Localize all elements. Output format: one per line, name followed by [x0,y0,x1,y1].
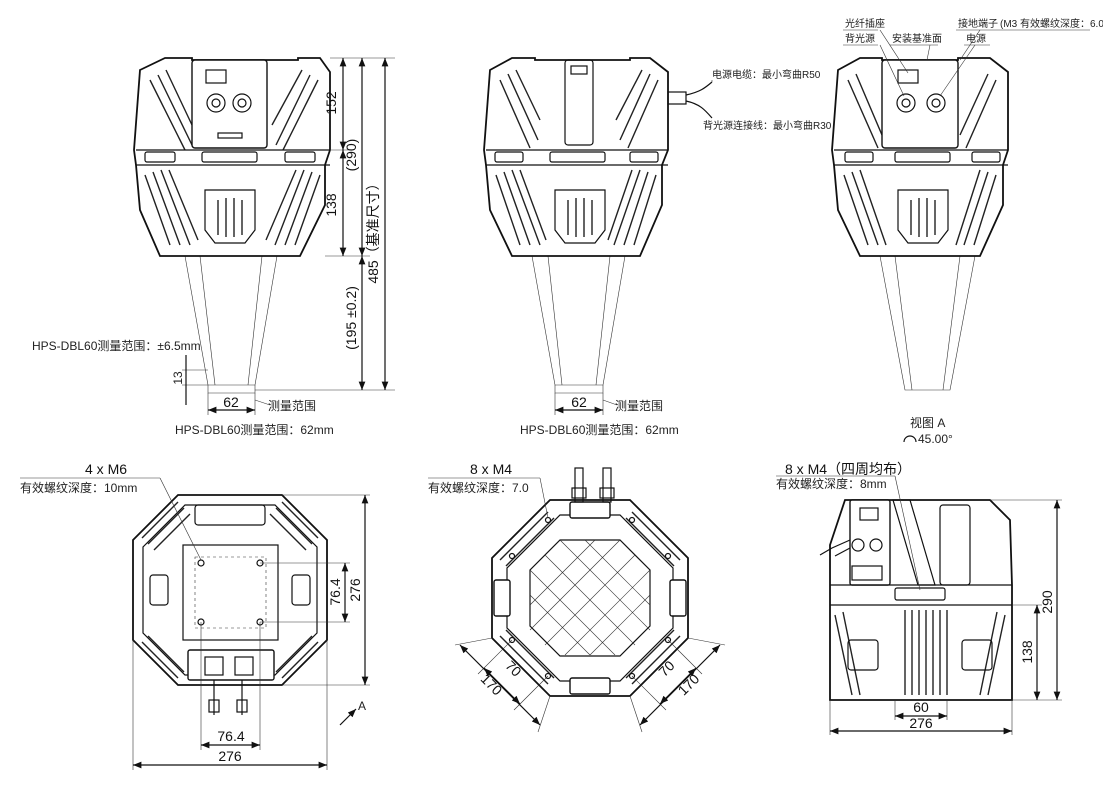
dim-76-4-v: 76.4 [327,578,343,605]
rear-view: 光纤插座 背光源 安装基准面 接地端子 (M3 有效螺纹深度：6.0) 电源 视… [831,17,1103,446]
logo-plate [217,132,243,139]
octagon-mid-fins [499,511,681,685]
bl-thread-title: 4 x M6 [85,461,127,477]
bm-thread-callout: 8 x M4 有效螺纹深度：7.0 [428,461,549,519]
side-handle [554,189,606,244]
side-range-label: 测量范围 [615,399,663,413]
lens-grid [529,539,651,657]
dim-276-v: 276 [347,578,363,602]
dim-70-left: 70 [502,657,524,679]
iso-fins [834,610,1006,696]
dim-152: 152 [323,91,339,115]
side-vent-left [149,574,169,606]
bl-dimensions: 76.4 276 76.4 276 [132,494,370,770]
backlight-label: 背光源 [845,32,875,45]
br-dimensions: 290 138 60 276 [829,499,1062,735]
front-caption: HPS-DBL60测量范围：62mm [175,423,334,437]
rear-power-connector [926,93,946,113]
rear-fins [843,73,997,246]
backlight-cable-note: 背光源连接线：最小弯曲R30 [703,119,832,132]
view-a-angle: 45.00° [918,432,953,446]
ground-note: (M3 有效螺纹深度：6.0) [1000,17,1103,30]
view-a-arrow: A [339,699,366,726]
front-range-label: 测量范围 [268,399,316,413]
front-connector-panel [191,59,268,149]
front-range-62: 62 测量范围 HPS-DBL60测量范围：62mm [175,393,334,437]
m4-holes-middle [508,516,672,680]
dim-276-h: 276 [218,748,242,764]
dim-70-right: 70 [655,657,677,679]
dim-62-side: 62 [571,394,587,410]
front-fins-right [265,69,321,246]
dim-276-iso: 276 [909,715,933,731]
front-handle [204,189,256,244]
rear-callouts: 光纤插座 背光源 安装基准面 接地端子 (M3 有效螺纹深度：6.0) 电源 [843,17,1103,97]
br-thread-title: 8 x M4（四周均布） [785,461,911,477]
bm-thread-depth: 有效螺纹深度：7.0 [428,480,529,495]
front-beam [184,255,278,394]
side-cables: 电源电缆：最小弯曲R50 背光源连接线：最小弯曲R30 [667,68,832,132]
front-range-note: HPS-DBL60测量范围：±6.5mm [32,339,201,353]
br-thread-callout: 8 x M4（四周均布） 有效螺纹深度：8mm [776,461,921,591]
power-label: 电源 [966,32,986,45]
view-a-title: 视图 A [910,415,945,430]
mount-plate [182,544,279,641]
side-fins [495,69,659,246]
front-fins-left [144,69,199,246]
connector-left [206,93,226,113]
arrow-a-label: A [358,699,366,713]
side-rib [564,59,594,146]
bottom-view-left: 4 x M6 有效螺纹深度：10mm 76.4 276 76.4 276 [20,461,370,770]
dim-60-iso: 60 [913,699,929,715]
bl-thread-callout: 4 x M6 有效螺纹深度：10mm [20,461,202,561]
front-dimensions: 152 138 (290) (195 ±0.2) 485（基准尺寸） [255,57,395,391]
rear-connector-panel [881,59,959,149]
dim-76-4-h: 76.4 [217,728,244,744]
rear-fiber-socket [897,69,919,84]
side-vent-right [291,574,311,606]
dim-170-right: 170 [675,670,703,698]
front-view: 152 138 (290) (195 ±0.2) 485（基准尺寸） 13 HP… [32,57,395,437]
bottom-view-middle: 8 x M4 有效螺纹深度：7.0 70 170 70 170 [428,461,726,733]
dim-290-iso: 290 [1039,590,1055,614]
connector-right [232,93,252,113]
bottom-view-right: 8 x M4（四周均布） 有效螺纹深度：8mm 290 138 60 276 [776,461,1062,735]
dim-170-left: 170 [478,671,506,699]
dim-195: (195 ±0.2) [343,286,359,350]
br-thread-depth: 有效螺纹深度：8mm [776,476,887,491]
bl-thread-depth: 有效螺纹深度：10mm [20,480,137,495]
rear-beam [879,255,976,391]
dim-13: 13 [171,371,185,385]
rear-backlight-connector [896,93,916,113]
side-caption: HPS-DBL60测量范围：62mm [520,423,679,437]
side-beam [531,255,626,394]
m6-hole [197,559,205,567]
fiber-socket-label: 光纤插座 [845,17,885,30]
dim-485: 485（基准尺寸） [365,176,381,283]
mount-ref-label: 安装基准面 [892,32,942,45]
power-cable-note: 电源电缆：最小弯曲R50 [712,68,821,81]
side-view: 电源电缆：最小弯曲R50 背光源连接线：最小弯曲R30 62 测量范围 HPS-… [483,57,832,437]
view-a-note: 视图 A 45.00° [903,415,953,446]
dim-290-paren: (290) [343,139,359,172]
side-range-62: 62 测量范围 HPS-DBL60测量范围：62mm [520,393,679,437]
fiber-socket [205,69,227,84]
bm-thread-title: 8 x M4 [470,461,512,477]
dim-62-front: 62 [223,394,239,410]
front-range-13: 13 HPS-DBL60测量范围：±6.5mm [32,339,208,405]
dim-138-iso: 138 [1019,640,1035,664]
dim-138: 138 [323,193,339,217]
ground-label: 接地端子 [958,17,998,30]
